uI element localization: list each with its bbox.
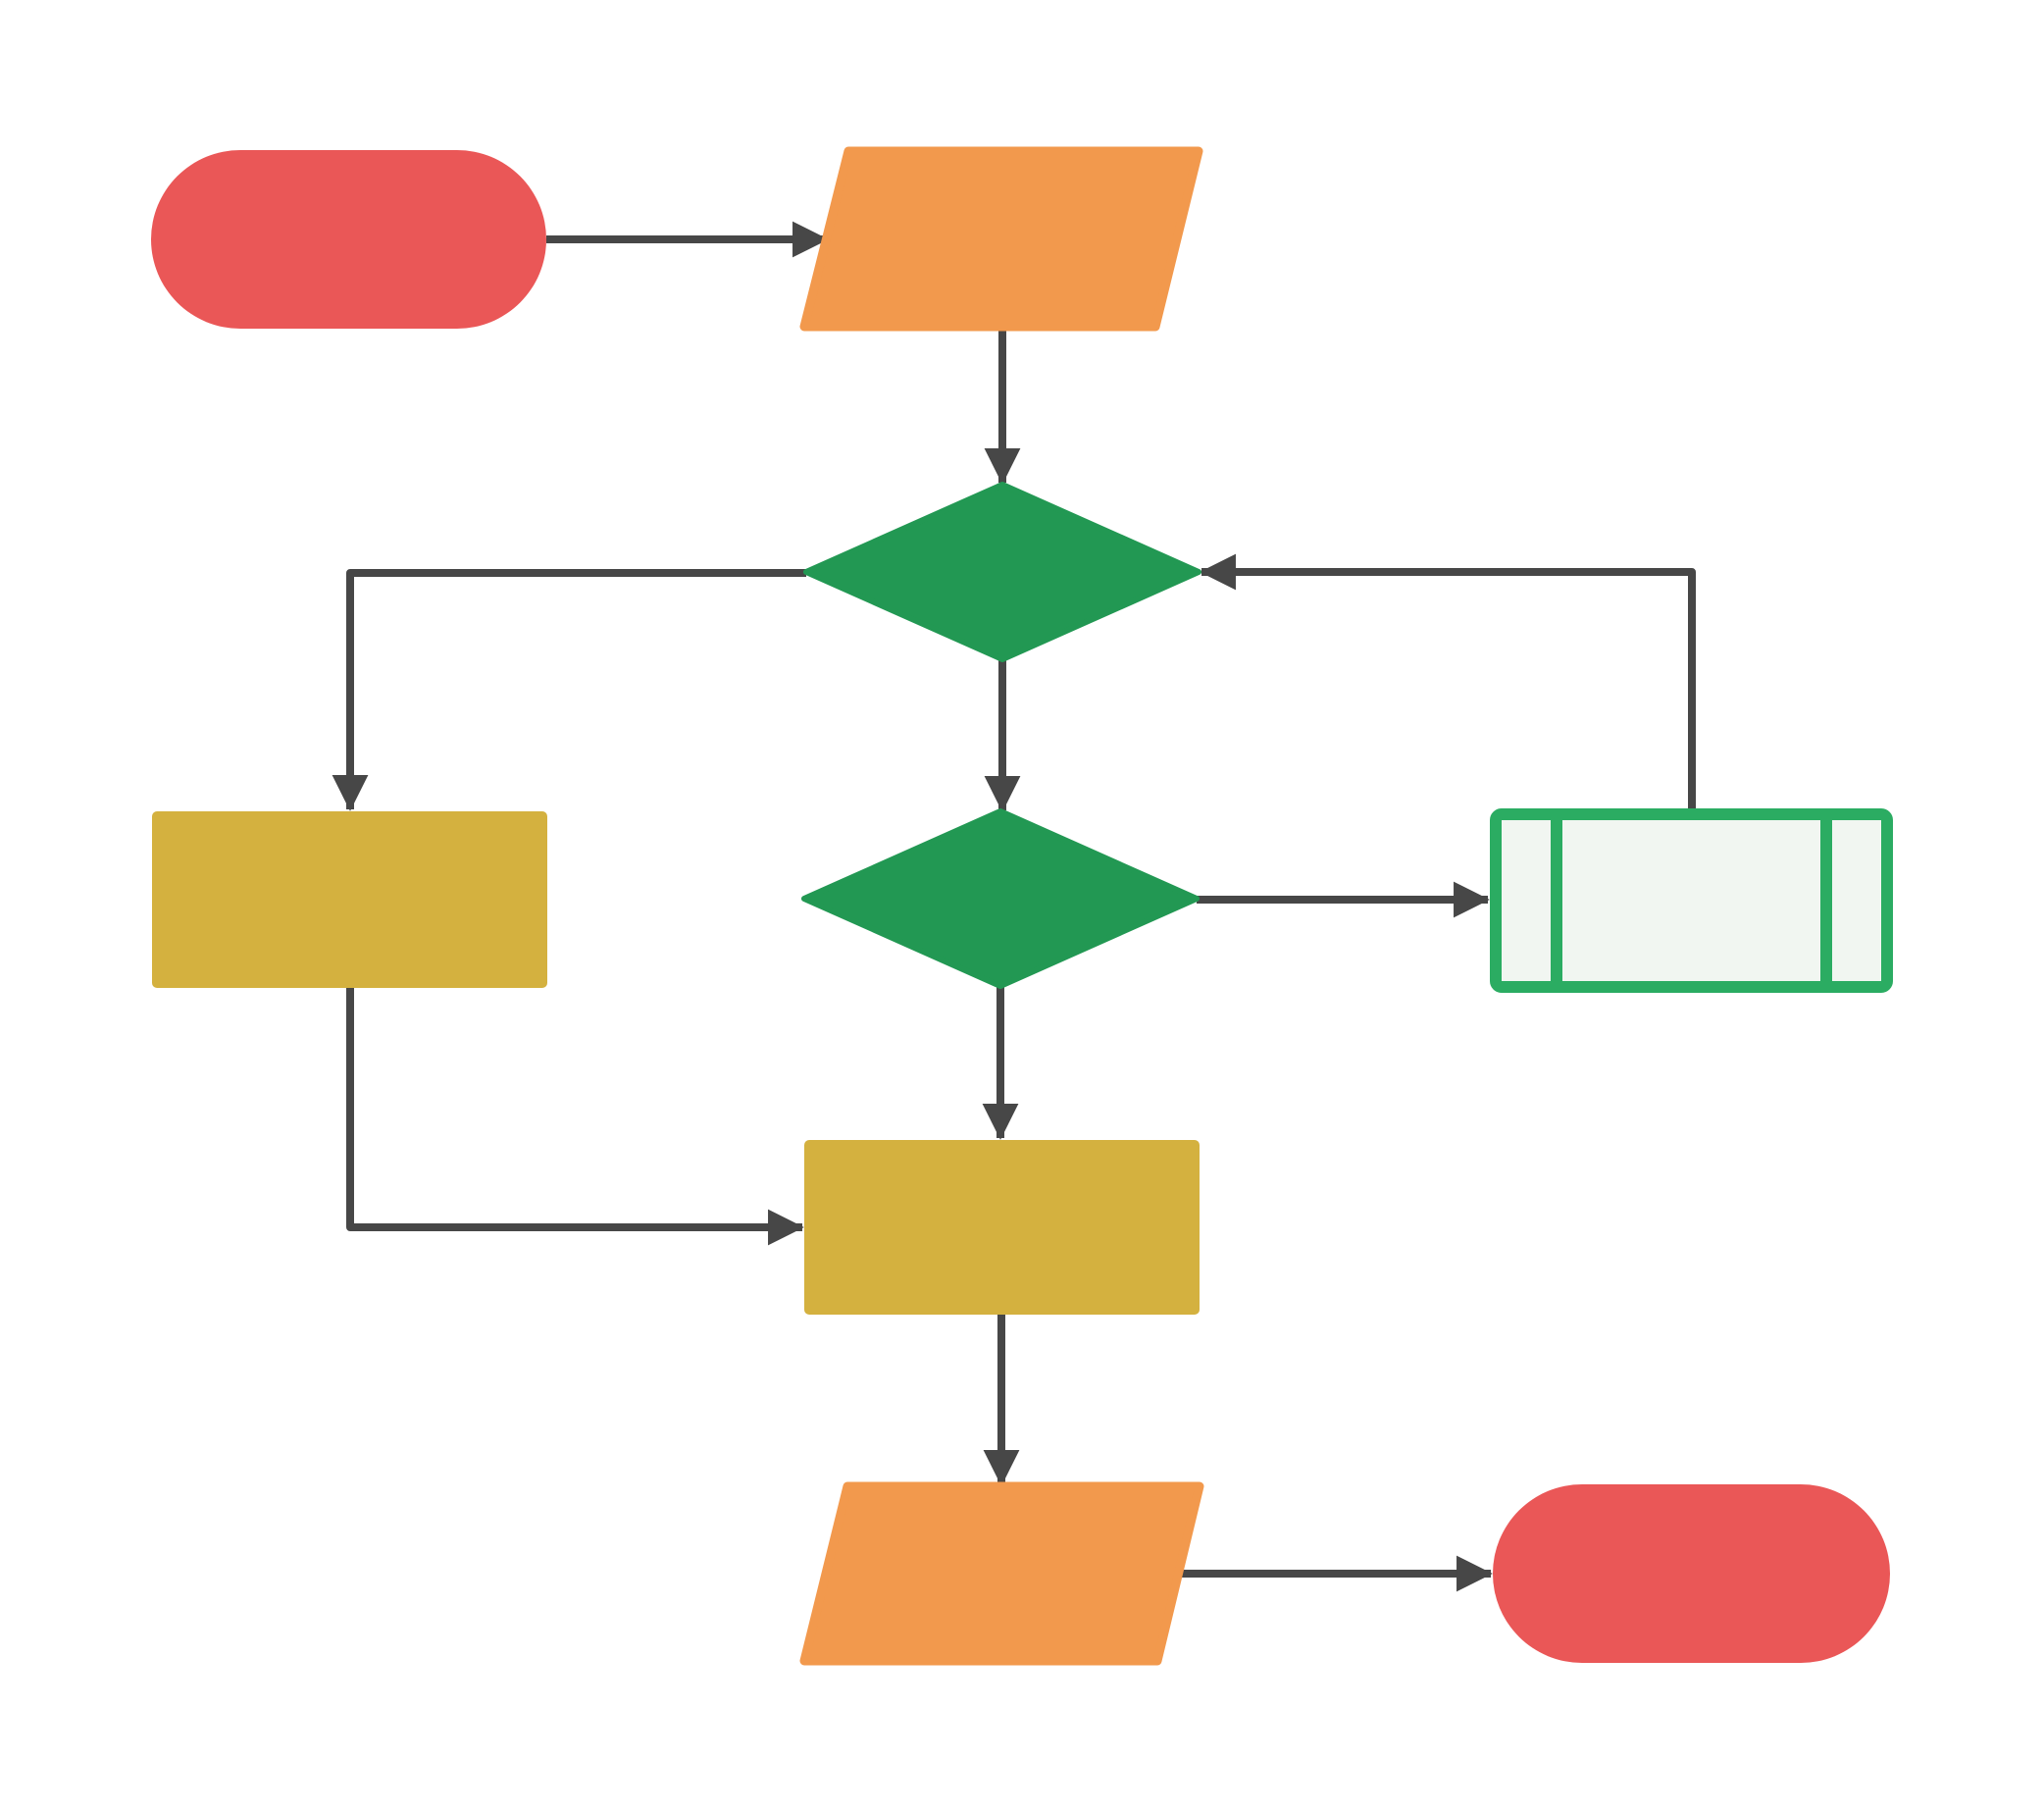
edge-subroutine-to-decision1 <box>1200 553 1696 808</box>
end-terminator-node[interactable] <box>1493 1484 1890 1663</box>
edge-process-left-to-center <box>346 988 804 1246</box>
output-parallelogram-node[interactable] <box>799 1481 1204 1666</box>
edge-decision1-to-process-left <box>332 569 806 811</box>
subroutine-node[interactable] <box>1490 808 1893 993</box>
input-parallelogram-node[interactable] <box>799 146 1203 332</box>
decision-1-diamond-node[interactable] <box>803 482 1201 662</box>
decision-2-diamond-node[interactable] <box>801 808 1200 989</box>
process-center-node[interactable] <box>804 1140 1200 1315</box>
process-left-node[interactable] <box>152 811 547 988</box>
start-terminator-node[interactable] <box>151 150 546 329</box>
